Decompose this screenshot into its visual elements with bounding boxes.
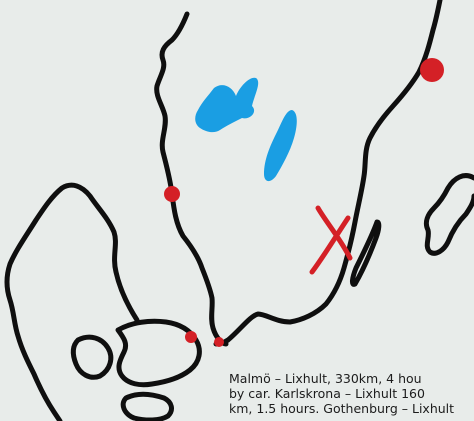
gotland-island <box>423 173 474 256</box>
sweden-west-coastline <box>154 11 229 347</box>
route-caption: Malmö – Lixhult, 330km, 4 hou by car. Ka… <box>229 371 474 421</box>
cross-stroke-1 <box>315 205 353 261</box>
stockholm-marker <box>420 58 444 82</box>
malmo-marker <box>214 337 224 347</box>
caption-line-3: km, 1.5 hours. Gothenburg – Lixhult <box>229 401 455 416</box>
cross-stroke-2 <box>309 215 351 275</box>
jutland-peninsula <box>4 182 140 421</box>
lake-vattern <box>264 110 297 182</box>
caption-line-1: Malmö – Lixhult, 330km, 4 hou <box>229 371 422 386</box>
copenhagen-marker <box>185 331 197 343</box>
lake-vanern <box>195 77 259 133</box>
sweden-east-coastline <box>213 0 443 347</box>
caption-line-2: by car. Karlskrona – Lixhult 160 <box>229 386 425 401</box>
funen-island <box>70 334 114 380</box>
oland-island <box>350 219 382 287</box>
lolland-island <box>120 391 174 421</box>
zealand-island <box>115 318 202 388</box>
gothenburg-marker <box>164 186 180 202</box>
lixhult-destination-cross <box>309 205 353 275</box>
